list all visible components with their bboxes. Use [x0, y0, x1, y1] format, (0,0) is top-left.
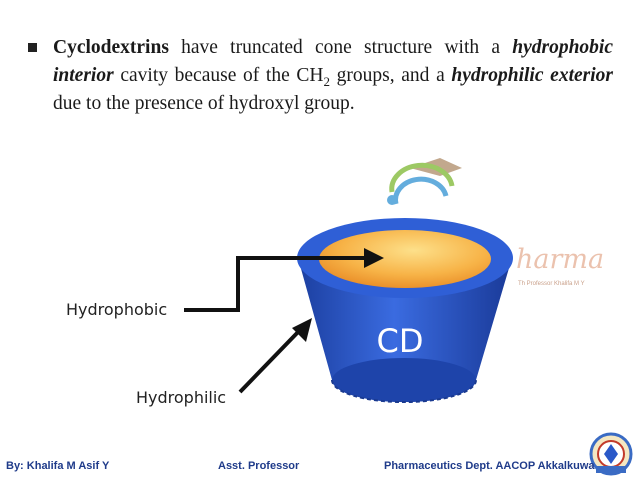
term-cyclodextrins: Cyclodextrins	[53, 37, 169, 58]
footer-department: Pharmaceutics Dept. AACOP Akkalkuwa	[384, 460, 595, 472]
college-seal-logo	[589, 432, 633, 476]
bullet-point: Cyclodextrins have truncated cone struct…	[28, 34, 618, 118]
footer-author: By: Khalifa M Asif Y	[6, 460, 110, 472]
cone-top-rim	[297, 218, 513, 298]
hydrophobic-arrow	[184, 248, 384, 312]
hydrophobic-cavity	[319, 230, 491, 288]
footer: By: Khalifa M Asif Y Asst. Professor Pha…	[0, 458, 638, 478]
term-hydrophobic-interior: hydrophobic interior	[53, 37, 613, 86]
cone-body	[298, 258, 512, 402]
bullet-text: Cyclodextrins have truncated cone struct…	[53, 37, 613, 114]
label-hydrophobic: Hydrophobic	[66, 300, 168, 319]
cone-label: CD	[377, 322, 424, 360]
hydrophilic-arrow	[238, 318, 312, 394]
label-hydrophilic: Hydrophilic	[136, 388, 227, 407]
watermark-subtext: Th Professor Khalifa M Y	[518, 281, 585, 287]
graduation-cap-logo	[387, 158, 462, 205]
watermark-text: harma	[516, 244, 605, 275]
cone-bottom-rim	[332, 358, 476, 402]
footer-position: Asst. Professor	[218, 460, 300, 472]
square-bullet-icon	[28, 43, 37, 52]
term-hydrophilic-exterior: hydrophilic exterior	[451, 65, 613, 86]
